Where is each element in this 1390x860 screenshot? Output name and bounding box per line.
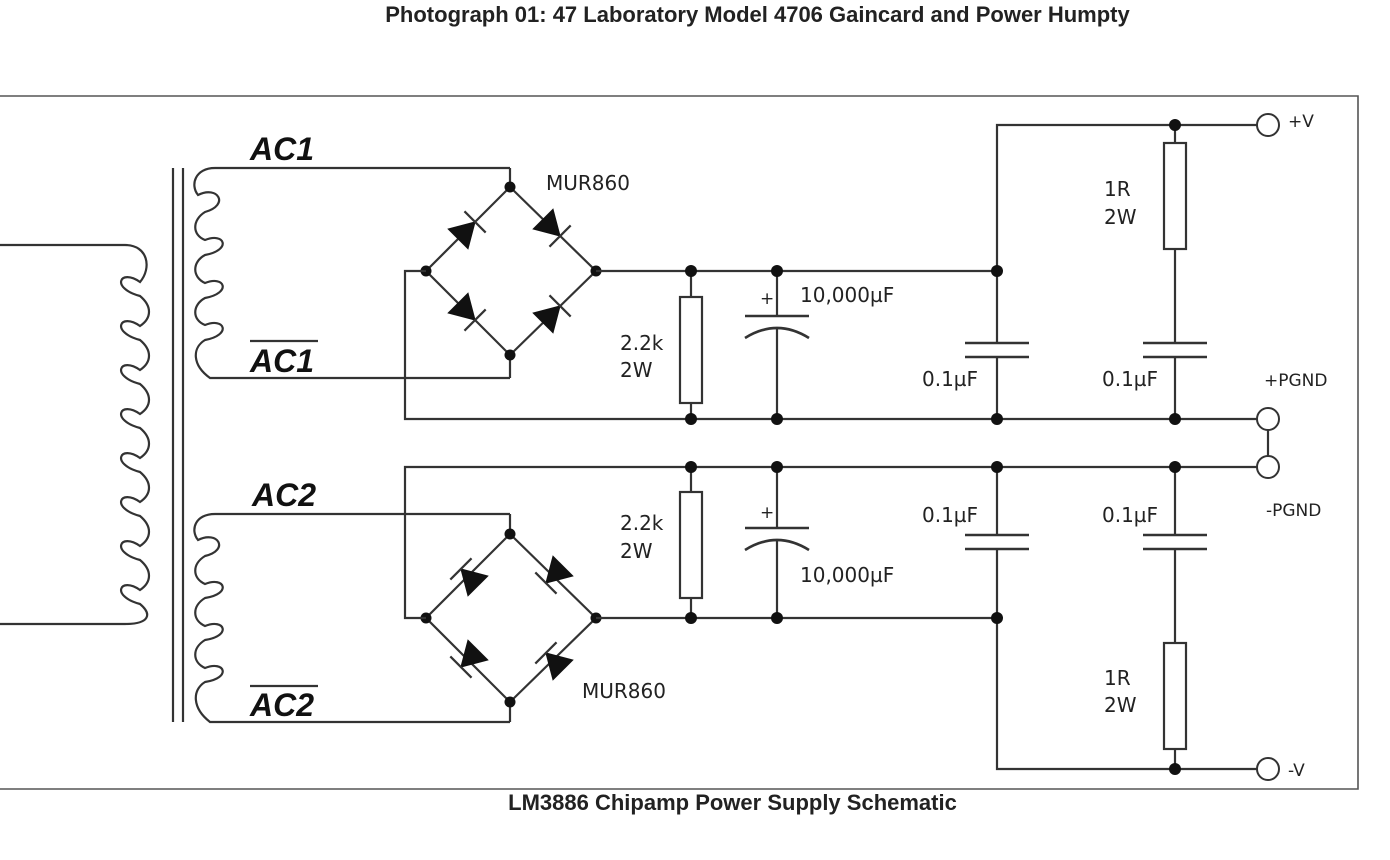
- rail-junctions: [685, 119, 1181, 775]
- terminal-negative: [1256, 757, 1280, 781]
- terminal-positive: [1256, 113, 1280, 137]
- film-capacitor-bottom-1: 0.1µF: [922, 467, 1029, 618]
- svg-text:2W: 2W: [620, 358, 653, 382]
- diode-icon: [447, 292, 487, 332]
- footer-caption: LM3886 Chipamp Power Supply Schematic: [508, 790, 957, 815]
- bleeder-resistor-top: 2.2k 2W: [620, 271, 704, 419]
- header-caption: Photograph 01: 47 Laboratory Model 4706 …: [385, 2, 1130, 27]
- svg-text:0.1µF: 0.1µF: [1102, 367, 1158, 391]
- bridge-diamond: [424, 532, 598, 704]
- bleeder-resistor-bottom: 2.2k 2W: [620, 467, 704, 618]
- svg-text:2.2k: 2.2k: [620, 511, 664, 535]
- svg-text:+: +: [760, 289, 774, 309]
- junction-dot: [504, 696, 516, 708]
- svg-text:0.1µF: 0.1µF: [1102, 503, 1158, 527]
- diode-icon: [449, 639, 489, 679]
- label-ac2: AC2: [251, 477, 316, 513]
- label-bridge-bottom: MUR860: [582, 679, 666, 703]
- diode-icon: [532, 294, 572, 334]
- svg-text:+: +: [760, 503, 774, 523]
- diode-icon: [534, 555, 574, 595]
- bridge-rectifier-bottom: MUR860: [420, 514, 666, 722]
- svg-text:1R: 1R: [1104, 177, 1131, 201]
- svg-text:2.2k: 2.2k: [620, 331, 664, 355]
- label-ac2-return: AC2: [249, 687, 314, 723]
- svg-text:2W: 2W: [620, 539, 653, 563]
- secondary-winding-1: [193, 166, 510, 380]
- label-negative-ground: -PGND: [1266, 501, 1321, 521]
- secondary-winding-2: [193, 512, 510, 724]
- svg-text:10,000µF: 10,000µF: [800, 563, 894, 587]
- svg-text:2W: 2W: [1104, 205, 1137, 229]
- bridge-rectifier-top: MUR860: [420, 168, 630, 378]
- terminal-negative-ground: [1256, 455, 1280, 479]
- junction-dot: [504, 181, 516, 193]
- label-positive-ground: +PGND: [1264, 371, 1327, 391]
- bridge-diamond: [424, 185, 598, 357]
- terminal-positive-ground: [1256, 407, 1280, 431]
- bulk-capacitor-top: + 10,000µF: [744, 271, 894, 419]
- label-bridge-top: MUR860: [546, 171, 630, 195]
- output-terminals: +V +PGND -PGND -V: [1256, 112, 1327, 781]
- diode-icon: [449, 557, 489, 597]
- label-ac1-return: AC1: [249, 343, 314, 379]
- label-ac1: AC1: [249, 131, 314, 167]
- film-capacitor-top-2: 0.1µF 1R 2W: [1102, 125, 1207, 419]
- diode-icon: [532, 208, 572, 248]
- svg-text:1R: 1R: [1104, 666, 1131, 690]
- svg-text:0.1µF: 0.1µF: [922, 503, 978, 527]
- junction-dot: [504, 349, 516, 361]
- film-capacitor-bottom-2: 0.1µF 1R 2W: [1102, 467, 1207, 769]
- junction-dot: [504, 528, 516, 540]
- primary-winding: [0, 243, 151, 626]
- diode-icon: [534, 641, 574, 681]
- bulk-capacitor-bottom: + 10,000µF: [744, 467, 894, 618]
- label-positive: +V: [1288, 112, 1314, 132]
- svg-text:0.1µF: 0.1µF: [922, 367, 978, 391]
- svg-text:2W: 2W: [1104, 693, 1137, 717]
- film-capacitor-top-1: 0.1µF: [922, 271, 1029, 419]
- transformer: AC1 AC1 AC2 AC2: [0, 131, 510, 724]
- diode-icon: [447, 210, 487, 250]
- label-negative: -V: [1288, 761, 1305, 781]
- rail-wiring: [403, 123, 1270, 771]
- svg-text:10,000µF: 10,000µF: [800, 283, 894, 307]
- schematic-frame: [0, 95, 1359, 790]
